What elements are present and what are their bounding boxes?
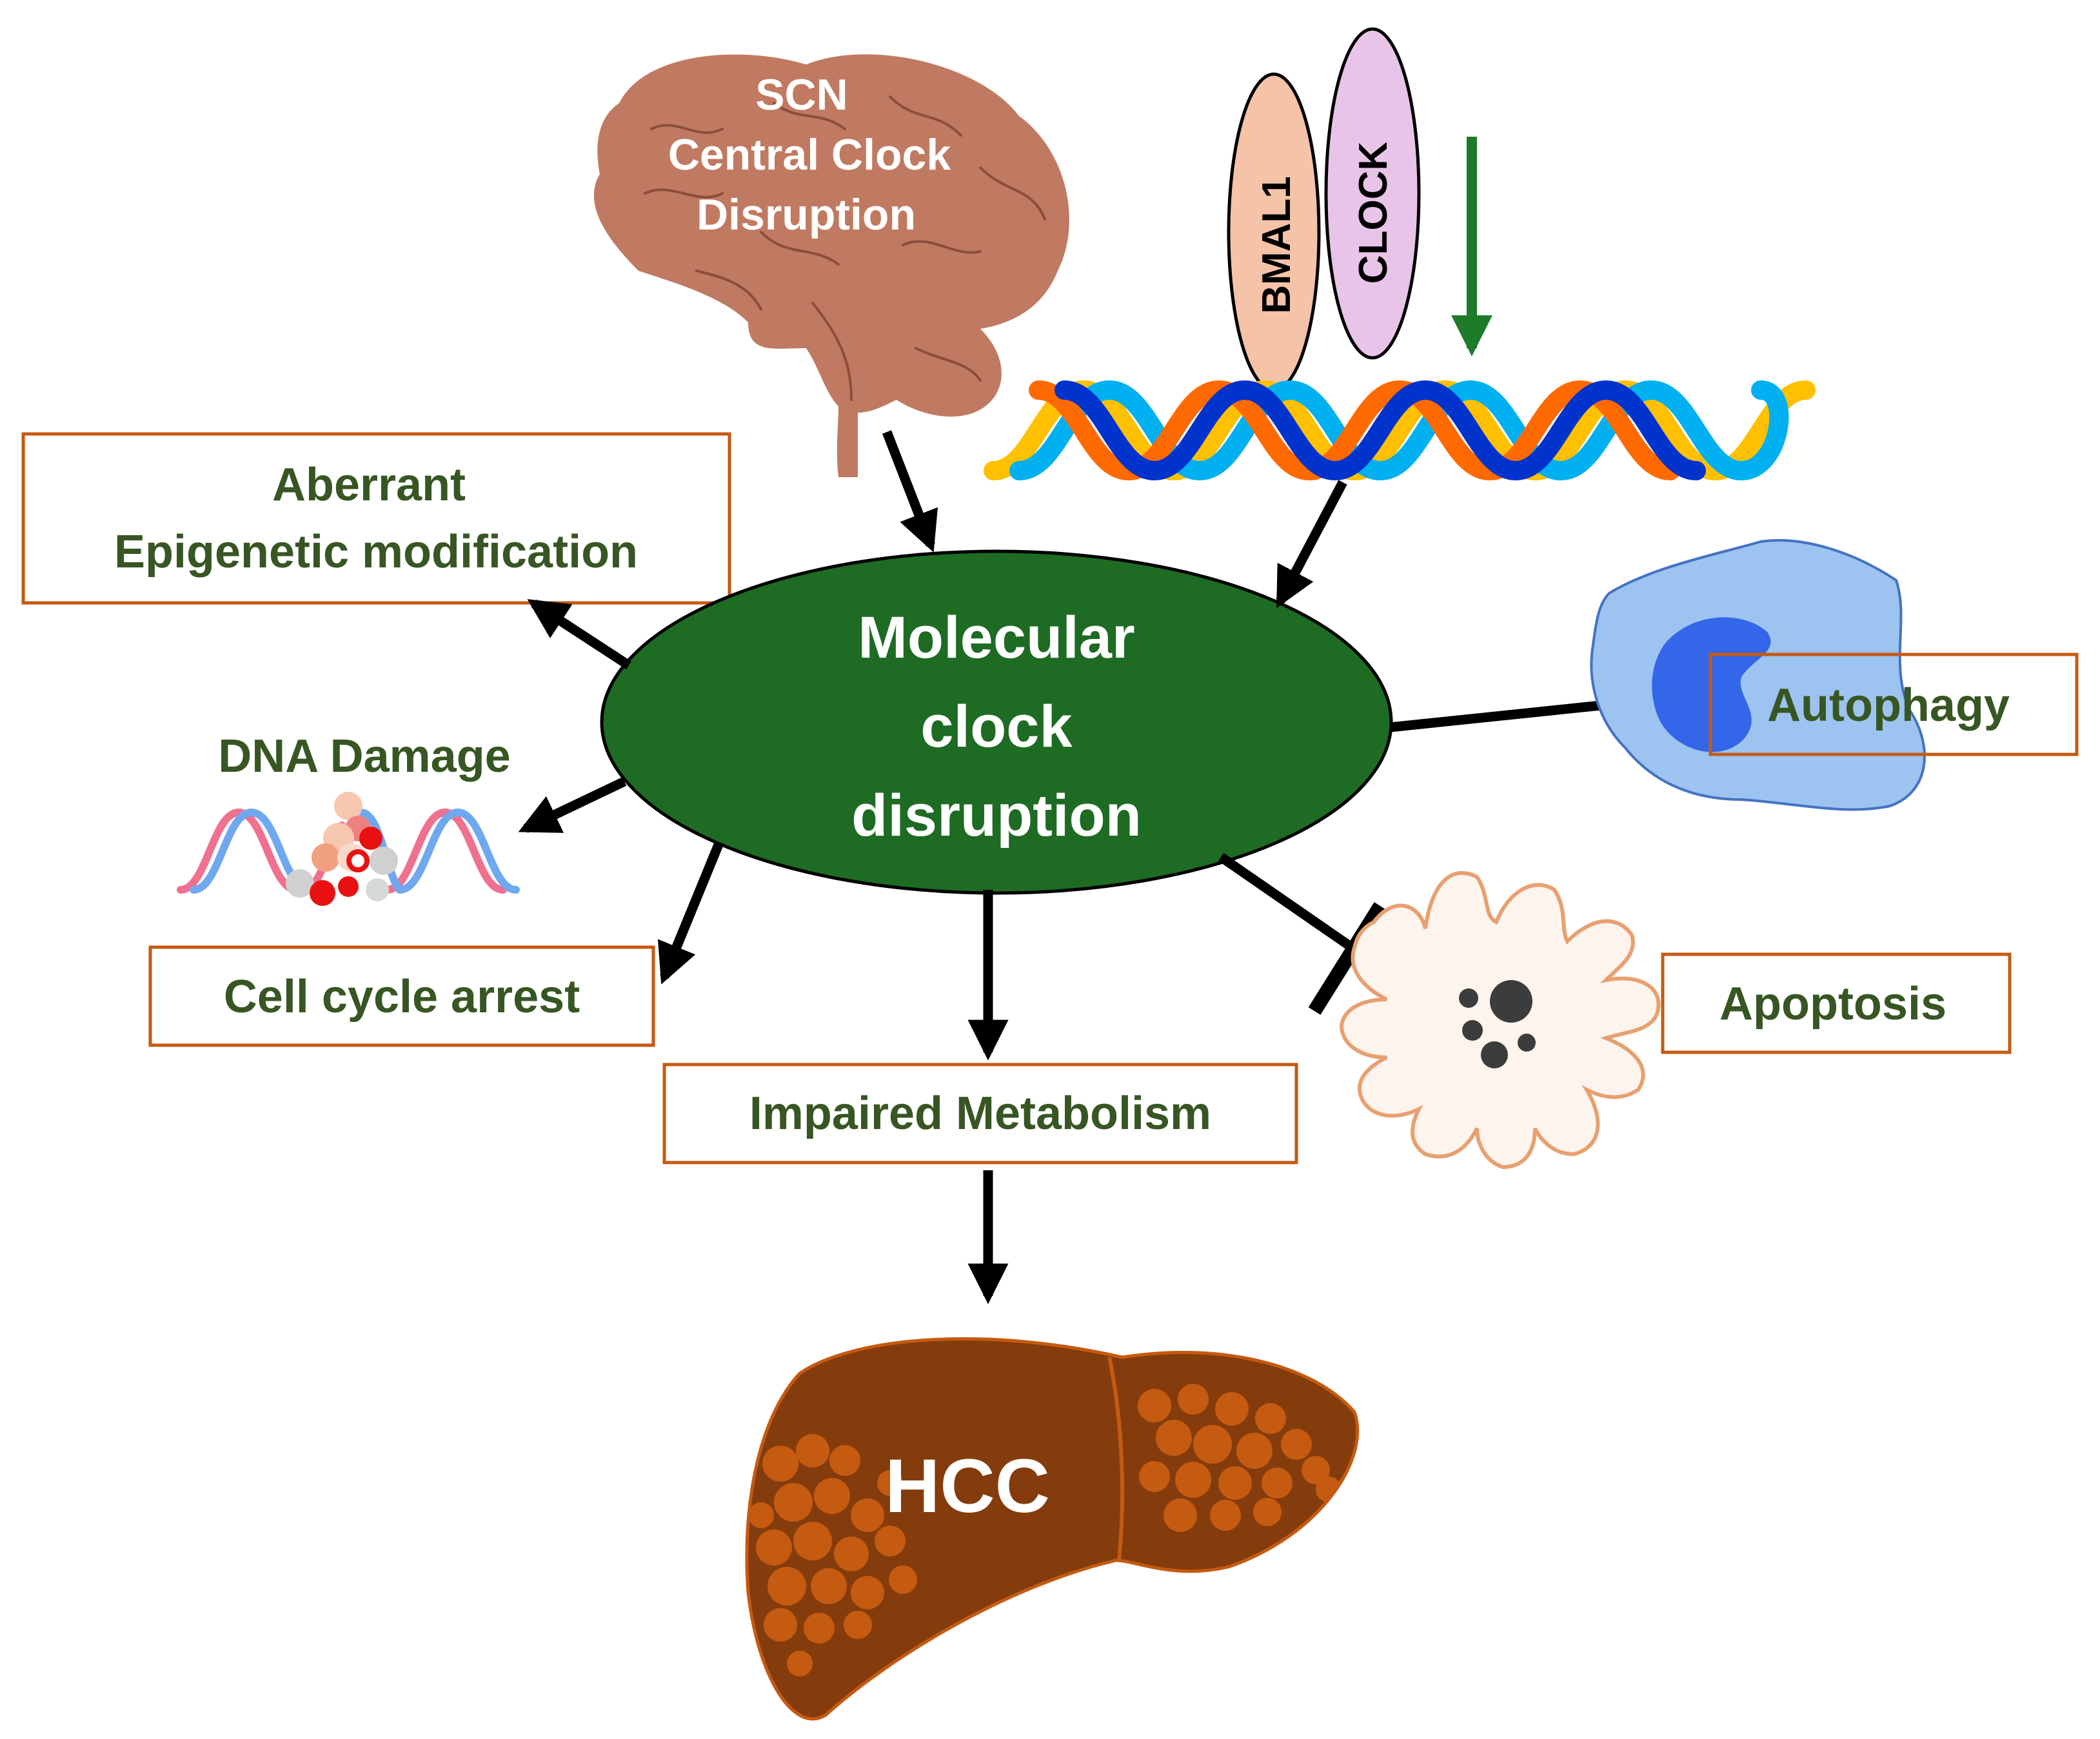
dna-helix <box>984 380 1816 481</box>
epigenetic-box: Aberrant Epigenetic modification <box>21 432 731 605</box>
apoptotic-cell <box>1339 871 1661 1170</box>
clock-protein <box>1324 27 1421 360</box>
center-label-line-2: clock <box>920 694 1073 760</box>
liver-lobe-divider <box>1107 1357 1124 1561</box>
arrow-to-epigenetic <box>527 599 632 670</box>
dna-strand-blue <box>1055 380 1706 481</box>
bmal1-label: BMAL1 <box>1254 176 1299 314</box>
center-ellipse <box>600 549 1393 895</box>
epigenetic-label-line-2: Epigenetic modification <box>114 526 638 578</box>
dna-damage-label: DNA Damage <box>218 731 510 782</box>
epigenetic-label-line-1: Aberrant <box>272 459 466 511</box>
brain-shape <box>593 54 1069 478</box>
metabolism-box-border <box>662 1063 1298 1164</box>
center-label-line-1: Molecular <box>858 605 1134 671</box>
brain-folds <box>644 95 1046 401</box>
dna-damage: DNA Damage <box>177 731 520 906</box>
liver-illustration: HCC <box>745 1337 1360 1721</box>
autophagy-cell <box>1590 539 1926 811</box>
inhibit-apoptosis-line <box>1218 852 1356 952</box>
apoptosis: Apoptosis <box>1339 871 2012 1170</box>
arrow-to-dna-damage <box>518 777 627 833</box>
autophagy-label: Autophagy <box>1767 680 2010 731</box>
clock-proteins: BMAL1 CLOCK <box>1227 27 1492 392</box>
cell-cycle-box-border <box>148 945 655 1047</box>
metabolism-box: Impaired Metabolism <box>662 1063 1298 1164</box>
brain-illustration: SCN Central Clock Disruption <box>593 54 1069 478</box>
molecular-clock-disruption: Molecular clock disruption <box>600 549 1393 895</box>
brain-label-line-3: Disruption <box>697 190 916 239</box>
cell-cycle-box: Cell cycle arrest <box>148 945 655 1047</box>
dna-strand-cyan <box>1009 380 1789 481</box>
brain-label-line-1: SCN <box>755 70 848 119</box>
apoptosis-box-border <box>1661 952 2012 1054</box>
dna-damage-fragments <box>286 792 398 906</box>
arrow-to-cell-cycle <box>657 843 723 985</box>
center-label-line-3: disruption <box>851 783 1142 849</box>
cell-cycle-label: Cell cycle arrest <box>224 971 580 1023</box>
hcc-label: HCC <box>885 1444 1050 1529</box>
apoptosis-label: Apoptosis <box>1719 978 1946 1030</box>
apoptotic-bodies <box>1459 980 1536 1068</box>
epigenetic-box-border <box>21 432 731 605</box>
clock-label: CLOCK <box>1351 142 1396 284</box>
liver-tumors <box>748 1384 1342 1676</box>
metabolism-label: Impaired Metabolism <box>749 1088 1211 1139</box>
arrow-brain-to-center <box>882 430 938 553</box>
inhibit-autophagy-line <box>1389 698 1626 732</box>
autophagy: Autophagy <box>1590 539 2079 811</box>
autophagy-box-border <box>1709 653 2079 756</box>
arrow-dna-to-center <box>1276 480 1347 609</box>
dna-strand-yellow <box>984 380 1816 481</box>
liver-shape <box>745 1337 1360 1721</box>
brain-label-line-2: Central Clock <box>668 130 951 179</box>
